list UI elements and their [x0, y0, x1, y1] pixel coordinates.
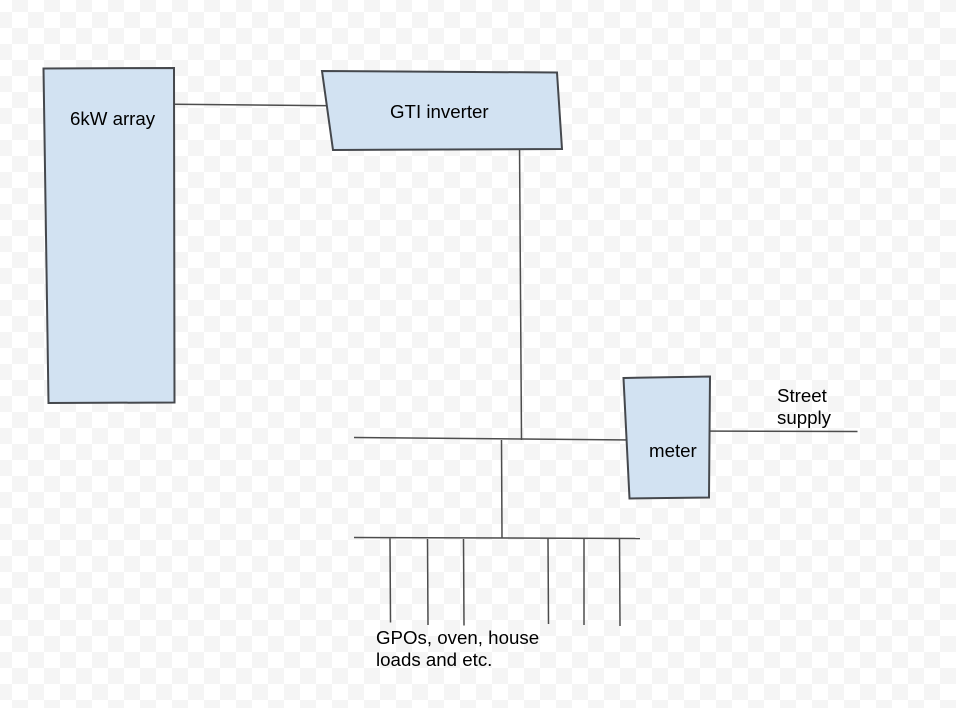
edge-bus-to-loads — [500, 439, 503, 539]
load-branch-line — [462, 538, 465, 626]
load-branch-line — [618, 538, 621, 627]
inverter-node-label: GTI inverter — [390, 100, 489, 122]
array-node-shape — [42, 66, 176, 405]
street-supply-label: Street supply — [777, 385, 832, 429]
edge-inverter-to-bus — [518, 143, 523, 441]
load-branch-line — [547, 538, 550, 625]
inverter-node-shape — [320, 69, 564, 152]
load-spine-line — [353, 536, 641, 540]
load-branch-line — [426, 538, 429, 626]
load-branch-line — [389, 538, 392, 623]
array-node-label: 6kW array — [70, 107, 156, 129]
edge-bus-to-meter — [353, 436, 634, 441]
house-loads-label: GPOs, oven, house loads and etc. — [376, 626, 540, 670]
edge-array-to-inverter — [147, 103, 361, 107]
meter-node-shape — [622, 375, 712, 500]
meter-node-label: meter — [649, 440, 697, 461]
